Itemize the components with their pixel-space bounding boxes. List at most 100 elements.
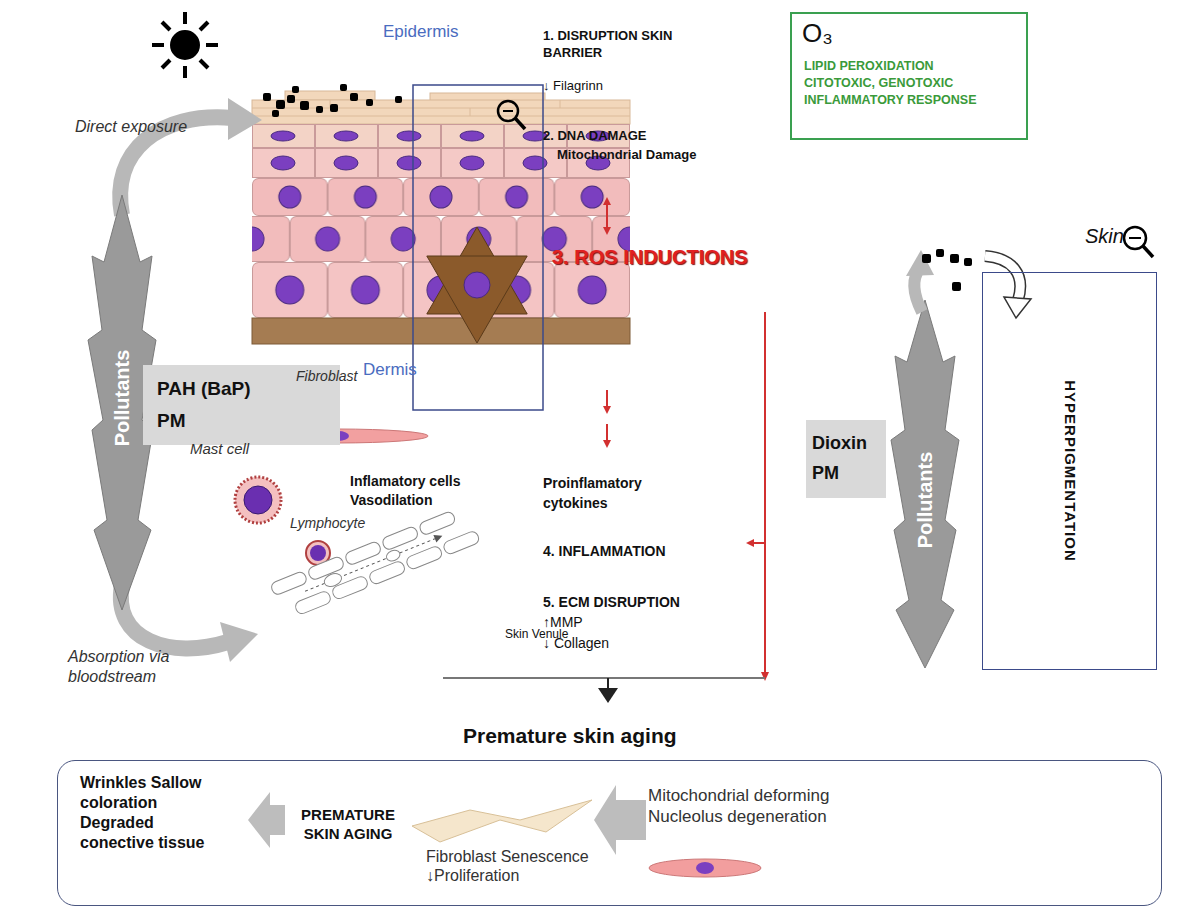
layer-label: Dermis	[363, 360, 417, 380]
basement-membrane	[252, 318, 630, 344]
magnifier-minus	[1129, 237, 1141, 239]
blood-cell	[322, 571, 343, 589]
route-label: Direct exposure	[75, 118, 187, 136]
particle	[952, 282, 961, 291]
magnifier-lens	[1124, 227, 1146, 249]
arrow-head	[598, 688, 618, 703]
step-label: 5. ECM DISRUPTION	[543, 594, 680, 610]
stage-text: Mitochondrial deforming Nucleolus degene…	[648, 785, 888, 827]
step-detail: Mitochondrial Damage	[557, 147, 696, 162]
arrow-label: Pollutants	[111, 350, 134, 447]
node-title: HYPERPIGMENTATION	[1061, 380, 1078, 561]
pollutant-box: Dioxin PM	[806, 420, 886, 498]
endothelial-cell	[405, 545, 443, 571]
step-detail: ↓ Filagrinn	[543, 78, 603, 93]
cell-row	[252, 178, 630, 216]
sun-disc	[172, 32, 198, 58]
arrow-head	[761, 672, 769, 681]
step-detail: ↑MMP	[543, 614, 583, 630]
arrow-line	[606, 390, 608, 408]
nucleus	[310, 545, 326, 561]
particle	[395, 96, 402, 103]
arrow-head	[746, 539, 754, 547]
magnifier-minus	[503, 110, 513, 112]
particle	[292, 86, 299, 93]
arrow-head	[1004, 297, 1031, 318]
step-label: 4. INFLAMMATION	[543, 543, 666, 559]
arrow-head	[906, 250, 934, 276]
mast-cell	[235, 477, 281, 523]
arrow-head	[603, 227, 611, 235]
magnifier-handle	[1143, 246, 1153, 257]
arrow-head	[603, 197, 611, 205]
sun-ray	[162, 60, 170, 68]
zoom-frame	[413, 85, 543, 410]
penetration-arrow	[985, 256, 1020, 300]
step-detail: ↓ Collagen	[543, 635, 609, 651]
endothelial-cell	[418, 510, 456, 536]
endothelial-cell	[270, 570, 308, 596]
particle	[950, 254, 959, 263]
sun-ray	[183, 12, 187, 24]
particle	[316, 106, 323, 113]
outcome-title: Premature skin aging	[463, 724, 677, 748]
arrow-line	[606, 424, 608, 442]
corneum-line	[560, 100, 561, 108]
absorption-arrow	[121, 585, 228, 648]
particle	[922, 254, 931, 263]
magnifier-handle	[515, 118, 525, 129]
corneum-line	[470, 108, 471, 116]
particle	[263, 93, 271, 101]
arrow-line	[606, 203, 608, 229]
lightning-shape	[412, 800, 592, 842]
arrow-label: Pollutants	[914, 452, 937, 549]
cell-label: Mast cell	[190, 440, 249, 457]
particle	[964, 258, 972, 266]
flow-chevron	[594, 785, 646, 855]
arrow-head	[603, 406, 611, 414]
endothelial-cell	[381, 525, 419, 551]
corneum-line	[252, 116, 630, 117]
particles	[263, 84, 402, 117]
cell-label: Lymphocyte	[290, 515, 365, 531]
node-body: LIPID PEROXIDATION CITOTOXIC, GENOTOXIC …	[804, 58, 999, 109]
corneum-flake	[285, 91, 375, 100]
particles	[922, 249, 972, 291]
nucleus	[244, 486, 272, 514]
arrow-head	[603, 440, 611, 448]
flow-chevron	[248, 792, 285, 848]
sun-ray	[152, 43, 164, 47]
sun-ray	[162, 22, 170, 30]
blood-cell	[385, 548, 402, 563]
pollutant-arrow	[891, 300, 959, 668]
step-label: 1. DISRUPTION SKIN BARRIER	[543, 27, 703, 61]
outcome-list: Wrinkles Sallow coloration Degraded cone…	[80, 773, 225, 853]
arrow-head	[220, 622, 258, 662]
nucleus	[464, 272, 490, 298]
stratum-corneum	[252, 100, 630, 124]
fibroblast-cell	[649, 859, 761, 877]
damage-star	[427, 256, 527, 343]
particle	[330, 104, 338, 112]
arrow-line	[764, 312, 766, 674]
sun-icon	[152, 12, 218, 78]
effect-box: HYPERPIGMENTATION	[982, 272, 1157, 670]
route-label: Absorption via bloodstream	[68, 647, 193, 687]
particle	[272, 110, 279, 117]
process-label: Proinflamatory cytokines	[543, 473, 663, 513]
layer-label: Epidermis	[383, 22, 459, 42]
stage-text: Fibroblast Senescence ↓Proliferation	[426, 847, 621, 885]
step-label: 2. DNA DAMAGE	[543, 128, 647, 143]
particle	[287, 95, 295, 103]
sun-ray	[206, 43, 218, 47]
particle	[350, 93, 358, 101]
skin-venule	[270, 505, 481, 621]
arrow-head	[228, 98, 262, 140]
sun-ray	[200, 22, 208, 30]
stage-title: PREMATURE SKIN AGING	[286, 805, 410, 843]
particle	[340, 84, 347, 91]
merge-line	[443, 677, 765, 679]
zoom-label: Skin	[1085, 225, 1124, 248]
endothelial-cell	[344, 540, 382, 566]
